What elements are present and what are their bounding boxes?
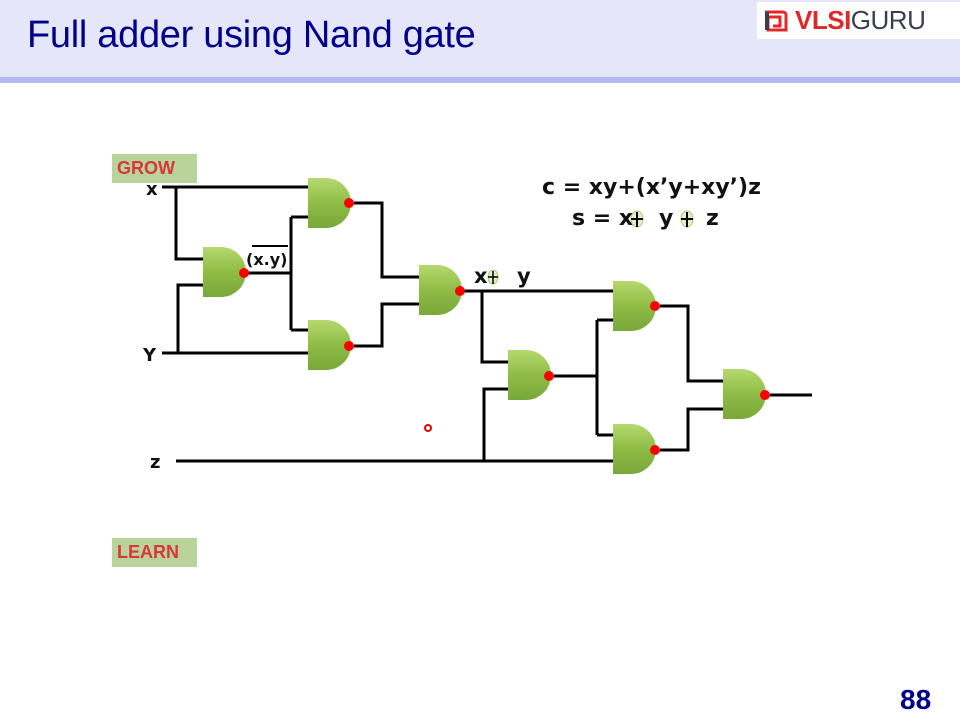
wire-g7-to-g8 [660, 407, 723, 452]
gate-body [419, 265, 462, 315]
inverter-bubble [239, 268, 249, 278]
sum-equation-z: z [706, 206, 719, 231]
inverter-bubble [544, 371, 554, 381]
header-divider [0, 77, 960, 83]
sum-equation-s: s = x [572, 206, 633, 231]
wire-xor-to-g5 [480, 291, 508, 364]
input-label-z: z [150, 452, 160, 473]
input-label-x: x [146, 179, 158, 200]
inverter-bubble [650, 445, 660, 455]
logo-text-vlsi: VLSI [795, 5, 851, 35]
wire-g6-to-g8 [660, 304, 723, 383]
input-label-y: Y [142, 345, 157, 366]
nand-gate-8 [723, 369, 770, 419]
gate-body [723, 369, 766, 419]
gate-body [508, 350, 551, 400]
carry-equation: c = xy+(x’y+xy’)z [542, 175, 761, 200]
xor-label-x: x [474, 264, 488, 288]
xor-label-y: y [517, 264, 531, 288]
nand-gate-5 [508, 350, 554, 400]
inverter-bubble [760, 390, 770, 400]
learn-badge: LEARN [112, 538, 197, 567]
inverter-bubble [455, 286, 465, 296]
inverter-bubble [344, 341, 354, 351]
wire-g3-to-g4 [354, 302, 419, 348]
logo-text-guru: GURU [850, 5, 926, 35]
page-number: 88 [900, 684, 932, 715]
inverter-bubble [650, 301, 660, 311]
nand-xy-label: (x.y) [246, 250, 287, 269]
nand-gate-4 [419, 265, 465, 315]
vlsiguru-logo-icon [765, 10, 788, 31]
vlsiguru-logo: VLSI GURU [757, 2, 960, 39]
nand-gate-7 [613, 424, 660, 474]
gate-body [613, 424, 656, 474]
sum-equation-y: y [659, 206, 673, 231]
nand-gate-2 [308, 178, 354, 228]
gate-body [308, 320, 351, 370]
wire-g2-to-g4 [354, 201, 419, 279]
wires [162, 185, 812, 463]
grow-badge: GROW [112, 154, 197, 183]
wire-z-to-g5 [482, 387, 508, 461]
slide-title: Full adder using Nand gate [27, 14, 476, 56]
nand-gate-3 [308, 320, 354, 370]
inverter-bubble [344, 198, 354, 208]
nand-gate-1 [203, 247, 249, 297]
wire-x-to-g1 [174, 187, 203, 261]
gate-body [203, 247, 246, 297]
gate-body [308, 178, 351, 228]
cursor-pointer-icon [424, 424, 432, 432]
wire-y-to-g1 [176, 283, 203, 353]
nand-gate-6 [613, 281, 660, 331]
gate-body [613, 281, 656, 331]
